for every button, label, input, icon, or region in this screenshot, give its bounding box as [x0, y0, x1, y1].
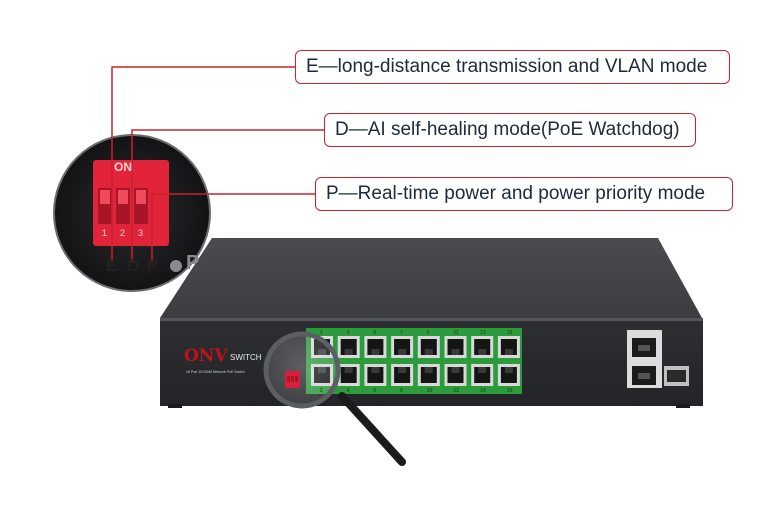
- rj45-port: [444, 364, 467, 386]
- rj45-port: [444, 336, 467, 358]
- dip-extra-letter: P: [186, 252, 200, 274]
- rj45-port: [364, 364, 387, 386]
- dip-number-3: 3: [138, 228, 144, 238]
- rj45-port: [391, 364, 414, 386]
- rj45-port: [391, 336, 414, 358]
- uplink-port-block: [627, 330, 689, 388]
- model-text: 16 Port 10/100M Network PoE Switch: [186, 370, 245, 374]
- leader-lines: [111, 66, 324, 262]
- brand-logo: ONV: [184, 346, 228, 366]
- callout-p-text: P—Real-time power and power priority mod…: [326, 183, 706, 204]
- callout-e-text: E—long-distance transmission and VLAN mo…: [306, 56, 708, 77]
- rj45-port: [497, 364, 520, 386]
- dip-letter-p: P: [147, 256, 159, 275]
- port-number-bottom: 4: [346, 388, 350, 394]
- rj45-port: [364, 336, 387, 358]
- rj45-port: [471, 364, 494, 386]
- dip-on-label: ON: [114, 160, 132, 174]
- port-number-top: 7: [400, 330, 403, 336]
- rj45-port: [497, 336, 520, 358]
- port-number-bottom: 10: [426, 388, 433, 394]
- magnifier-glass: [263, 331, 406, 466]
- port-number-top: 15: [506, 330, 513, 336]
- port-number-bottom: 12: [453, 388, 460, 394]
- dip-letter-e: E: [106, 256, 118, 275]
- dip-number-1: 1: [102, 228, 108, 238]
- callout-d-mode: D—AI self-healing mode(PoE Watchdog): [324, 113, 696, 147]
- callout-d-text: D—AI self-healing mode(PoE Watchdog): [335, 119, 680, 140]
- dip-letter-d: D: [127, 256, 140, 275]
- rj45-port: [471, 336, 494, 358]
- port-number-bottom: 14: [480, 388, 486, 394]
- port-number-top: 13: [480, 330, 486, 336]
- callout-e-mode: E—long-distance transmission and VLAN mo…: [295, 50, 730, 84]
- rj45-port: [417, 364, 440, 386]
- dip-number-2: 2: [120, 228, 126, 238]
- callout-p-mode: P—Real-time power and power priority mod…: [315, 177, 733, 211]
- port-number-bottom: 2: [320, 388, 323, 394]
- port-number-top: 1: [320, 330, 323, 336]
- rj45-port: [337, 364, 360, 386]
- port-number-bottom: 8: [400, 388, 403, 394]
- rj45-port: [417, 336, 440, 358]
- rj45-port: [337, 336, 360, 358]
- port-number-top: 11: [453, 330, 459, 336]
- brand-subtitle: SWITCH: [230, 353, 262, 362]
- port-number-top: 5: [373, 330, 377, 336]
- switch-top-surface: [160, 238, 702, 318]
- port-number-top: 9: [426, 330, 430, 336]
- port-number-bottom: 16: [506, 388, 513, 394]
- port-number-top: 3: [346, 330, 350, 336]
- port-number-bottom: 6: [373, 388, 377, 394]
